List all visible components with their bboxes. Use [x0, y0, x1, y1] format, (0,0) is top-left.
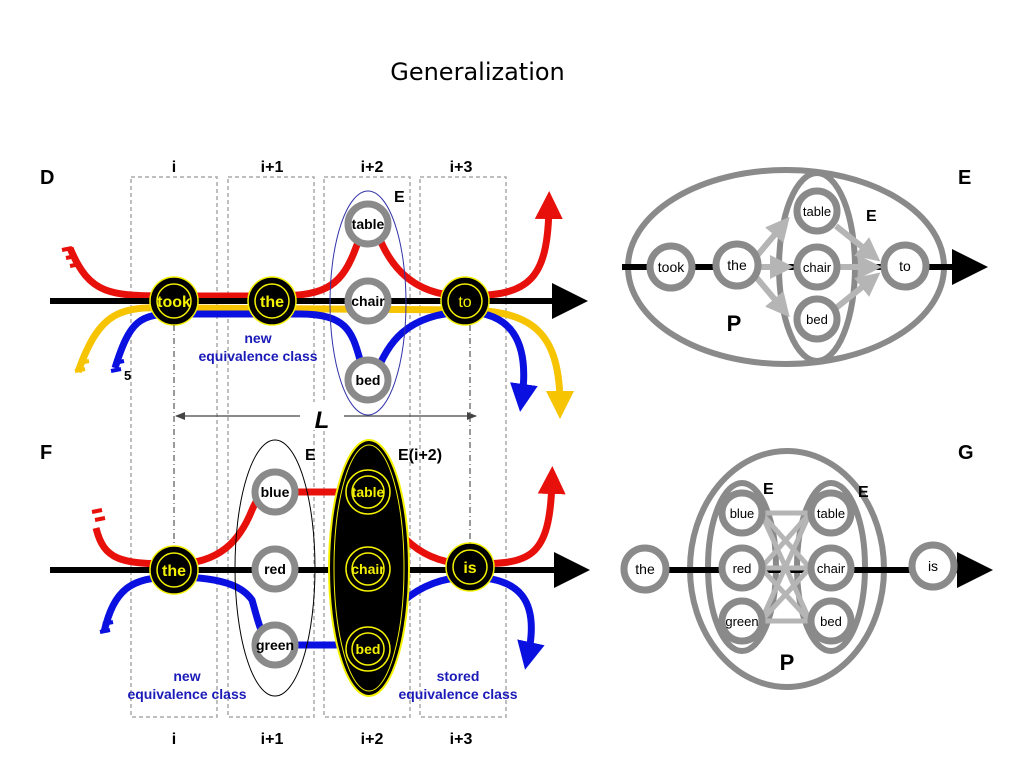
class-edges-e: [753, 216, 882, 318]
node-bed-e: bed: [793, 295, 841, 343]
class2-label-g: E: [858, 484, 869, 501]
slot-box-i3: [419, 176, 507, 718]
node-green-g-text: green: [725, 614, 758, 629]
slot-box-i1: [227, 176, 315, 718]
node-bed-f: bed: [345, 626, 391, 672]
slot-label-i3: i+3: [450, 159, 473, 176]
node-bed-g-text: bed: [820, 614, 842, 629]
word-the-f-text: the: [162, 563, 186, 580]
node-to-e: to: [880, 241, 930, 291]
new-class-label-f: E: [305, 447, 316, 464]
panel-letter-g: G: [958, 442, 974, 464]
path-label-g: P: [780, 650, 795, 675]
node-the-g: the: [620, 544, 670, 594]
word-to-text: to: [458, 294, 471, 311]
slot-label-bottom-i1: i+1: [261, 731, 284, 748]
panel-d: D i i+1 i+2 i+3 5: [40, 159, 588, 718]
panel-letter-e: E: [958, 167, 971, 189]
slot-box-i: [130, 176, 218, 718]
stored-class-note-line1: stored: [437, 668, 480, 684]
new-class-note-d-line2: equivalence class: [198, 348, 317, 364]
stored-class-note-line2: equivalence class: [398, 686, 517, 702]
node-table-f-text: table: [352, 484, 385, 500]
class1-label-g: E: [763, 481, 774, 498]
node-chair-g: chair: [807, 544, 855, 592]
node-is-g: is: [908, 541, 958, 591]
node-red-f: red: [251, 545, 299, 593]
node-took-e: took: [646, 242, 696, 292]
word-took-text: took: [157, 294, 191, 311]
node-chair-e-text: chair: [803, 260, 832, 275]
yellow-path: [74, 304, 574, 419]
candidate-node-chair: chair: [344, 277, 392, 325]
node-took-e-text: took: [658, 259, 685, 275]
node-chair-g-text: chair: [817, 561, 846, 576]
node-bed-e-text: bed: [806, 312, 828, 327]
path-count: 5: [124, 368, 131, 383]
word-is-f-text: is: [463, 560, 476, 577]
node-blue-f-text: blue: [261, 484, 290, 500]
node-table-e: table: [793, 187, 841, 235]
word-the-d-text: the: [260, 294, 284, 311]
node-blue-f: blue: [251, 468, 299, 516]
new-class-note-d-line1: new: [244, 330, 271, 346]
panel-letter-f: F: [40, 442, 52, 464]
equivalence-label-d: E: [394, 189, 405, 206]
word-node-to: to: [440, 276, 490, 326]
node-is-g-text: is: [928, 558, 938, 574]
class-edges-g: [758, 510, 813, 624]
panel-f: F E E(i+2) blue red green: [40, 439, 590, 748]
page-title: Generalization: [390, 58, 565, 86]
word-node-took: took: [149, 276, 199, 326]
slot-label-i1: i+1: [261, 159, 284, 176]
node-red-g-text: red: [733, 561, 752, 576]
node-table-e-text: table: [803, 204, 831, 219]
path-label-e: P: [727, 311, 742, 336]
panel-g: G E E the is blue: [620, 442, 993, 690]
word-node-the-d: the: [247, 276, 297, 326]
class-label-e: E: [866, 208, 877, 225]
new-class-note-f-line2: equivalence class: [127, 686, 246, 702]
new-class-ellipse-f: [234, 439, 316, 697]
node-the-g-text: the: [635, 561, 655, 577]
node-table-g: table: [807, 489, 855, 537]
node-red-g: red: [718, 544, 766, 592]
slot-box-i2: [323, 176, 411, 718]
node-blue-g-text: blue: [730, 506, 755, 521]
stored-class-label: E(i+2): [398, 447, 442, 464]
candidate-bed-text: bed: [356, 372, 381, 388]
span-label: L: [315, 407, 330, 434]
node-the-e-text: the: [727, 257, 747, 273]
candidate-table-text: table: [352, 216, 385, 232]
node-bed-g: bed: [807, 597, 855, 645]
slot-label-bottom-i2: i+2: [361, 731, 384, 748]
slot-label-i: i: [172, 159, 176, 176]
node-red-f-text: red: [264, 561, 286, 577]
candidate-chair-text: chair: [351, 293, 385, 309]
node-chair-f: chair: [345, 546, 391, 592]
node-table-f: table: [345, 469, 391, 515]
node-the-e: the: [712, 240, 762, 290]
node-green-f: green: [251, 621, 299, 669]
slot-columns: [130, 176, 507, 718]
node-green-g: green: [718, 597, 766, 645]
word-node-the-f: the: [149, 545, 199, 595]
slot-label-bottom-i: i: [172, 731, 176, 748]
node-chair-f-text: chair: [351, 561, 385, 577]
node-green-f-text: green: [256, 637, 294, 653]
node-chair-e: chair: [793, 243, 841, 291]
candidate-node-bed: bed: [344, 356, 392, 404]
node-blue-g: blue: [718, 489, 766, 537]
node-to-e-text: to: [899, 258, 911, 274]
new-class-note-f-line1: new: [173, 668, 200, 684]
slot-label-i2: i+2: [361, 159, 384, 176]
node-table-g-text: table: [817, 506, 845, 521]
slot-label-bottom-i3: i+3: [450, 731, 473, 748]
panel-letter-d: D: [40, 167, 54, 189]
node-bed-f-text: bed: [356, 641, 381, 657]
candidate-node-table: table: [344, 200, 392, 248]
word-node-is-f: is: [445, 542, 495, 592]
panel-e: E E took the to table: [622, 167, 988, 367]
